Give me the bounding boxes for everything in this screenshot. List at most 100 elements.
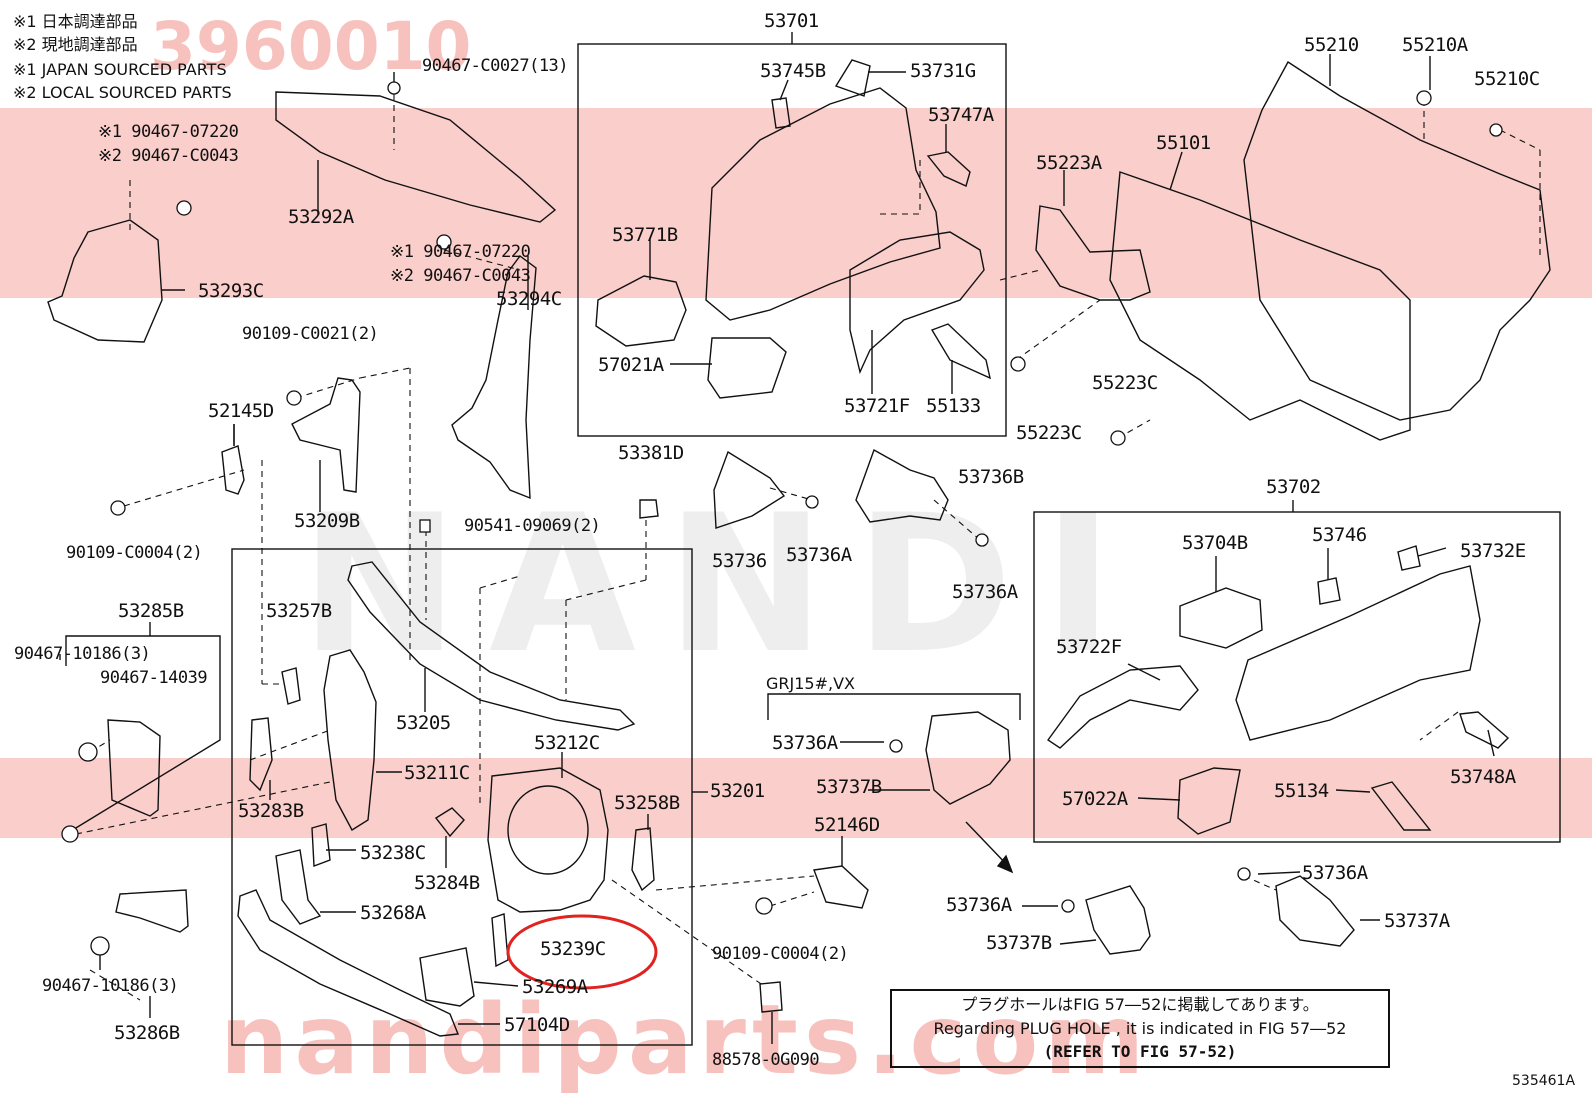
label-53745b[interactable]: 53745B bbox=[760, 60, 826, 82]
label-53292a[interactable]: 53292A bbox=[288, 206, 354, 228]
part-53771b-shape bbox=[595, 275, 687, 347]
label-53285b[interactable]: 53285B bbox=[118, 600, 184, 622]
label-53722f[interactable]: 53722F bbox=[1056, 636, 1122, 658]
label-53737b-a[interactable]: 53737B bbox=[816, 776, 882, 798]
label-53736a-b[interactable]: 53736A bbox=[952, 581, 1018, 603]
part-53701-panel-shape bbox=[705, 87, 941, 321]
label-53701[interactable]: 53701 bbox=[764, 10, 819, 32]
clip-90467-b bbox=[436, 234, 452, 250]
label-53746[interactable]: 53746 bbox=[1312, 524, 1367, 546]
label-55133[interactable]: 55133 bbox=[926, 395, 981, 417]
clip-53736a-e bbox=[1237, 867, 1251, 881]
label-90109-c0004-a[interactable]: 90109-C0004(2) bbox=[66, 543, 203, 563]
clip-53736a-b bbox=[975, 533, 989, 547]
label-53268a[interactable]: 53268A bbox=[360, 902, 426, 924]
part-53381d-shape bbox=[639, 499, 659, 519]
label-53737a[interactable]: 53737A bbox=[1384, 910, 1450, 932]
label-53381d[interactable]: 53381D bbox=[618, 442, 684, 464]
label-53211c[interactable]: 53211C bbox=[404, 762, 470, 784]
clip-90467-10186-b bbox=[61, 825, 79, 843]
label-55223c-b[interactable]: 55223C bbox=[1016, 422, 1082, 444]
label-53737b-b[interactable]: 53737B bbox=[986, 932, 1052, 954]
label-55223a[interactable]: 55223A bbox=[1036, 152, 1102, 174]
clip-90467-10186-a bbox=[78, 742, 98, 762]
label-53736a-a[interactable]: 53736A bbox=[786, 544, 852, 566]
label-j2-90467-c0043-a[interactable]: ※2 90467-C0043 bbox=[98, 146, 239, 166]
label-90109-c0004-b[interactable]: 90109-C0004(2) bbox=[712, 944, 849, 964]
label-53731g[interactable]: 53731G bbox=[910, 60, 976, 82]
label-53212c[interactable]: 53212C bbox=[534, 732, 600, 754]
nut-55210a bbox=[1416, 90, 1432, 106]
label-j1-90467-07220-b[interactable]: ※1 90467-07220 bbox=[390, 242, 531, 262]
label-53286b[interactable]: 53286B bbox=[114, 1022, 180, 1044]
group-box-53702 bbox=[1033, 511, 1561, 843]
note-local-jp: ※2 現地調達部品 bbox=[13, 35, 138, 54]
bolt-90109-c0004-b bbox=[755, 897, 773, 915]
label-53736a-c[interactable]: 53736A bbox=[772, 732, 838, 754]
clip-53736a-c bbox=[889, 739, 903, 753]
part-53238c-shape bbox=[311, 823, 331, 867]
label-53736a-e[interactable]: 53736A bbox=[1302, 862, 1368, 884]
label-88578-0g090[interactable]: 88578-0G090 bbox=[712, 1050, 820, 1070]
label-53257b[interactable]: 53257B bbox=[266, 600, 332, 622]
label-53721f[interactable]: 53721F bbox=[844, 395, 910, 417]
part-53293c-shape bbox=[47, 219, 163, 343]
part-53294c-shape bbox=[451, 255, 537, 500]
label-53258b[interactable]: 53258B bbox=[614, 792, 680, 814]
label-53205[interactable]: 53205 bbox=[396, 712, 451, 734]
label-53736b[interactable]: 53736B bbox=[958, 466, 1024, 488]
label-57104d[interactable]: 57104D bbox=[504, 1014, 570, 1036]
label-j1-90467-07220-a[interactable]: ※1 90467-07220 bbox=[98, 122, 239, 142]
label-53294c[interactable]: 53294C bbox=[496, 288, 562, 310]
bracket-grj bbox=[767, 693, 1021, 720]
label-53732e[interactable]: 53732E bbox=[1460, 540, 1526, 562]
label-90467-14039[interactable]: 90467-14039 bbox=[100, 668, 208, 688]
label-53748a[interactable]: 53748A bbox=[1450, 766, 1516, 788]
label-53293c[interactable]: 53293C bbox=[198, 280, 264, 302]
label-53771b[interactable]: 53771B bbox=[612, 224, 678, 246]
label-52145d[interactable]: 52145D bbox=[208, 400, 274, 422]
label-55101[interactable]: 55101 bbox=[1156, 132, 1211, 154]
label-53201[interactable]: 53201 bbox=[710, 780, 765, 802]
part-52146d-shape bbox=[813, 865, 869, 909]
label-53747a[interactable]: 53747A bbox=[928, 104, 994, 126]
bolt-90109-c0021 bbox=[286, 390, 302, 406]
part-53211c-shape bbox=[323, 649, 377, 831]
part-53283b-shape bbox=[249, 717, 273, 792]
clip-90541 bbox=[419, 519, 431, 533]
part-53722f-shape bbox=[1047, 665, 1199, 749]
label-90541-09069[interactable]: 90541-09069(2) bbox=[464, 516, 601, 536]
part-55223a-shape bbox=[1035, 205, 1151, 301]
label-grj15-vx: GRJ15#,VX bbox=[766, 674, 855, 693]
label-90467-10186-a[interactable]: 90467-10186(3) bbox=[14, 644, 151, 664]
label-57021a[interactable]: 57021A bbox=[598, 354, 664, 376]
label-53704b[interactable]: 53704B bbox=[1182, 532, 1248, 554]
label-j2-90467-c0043-b[interactable]: ※2 90467-C0043 bbox=[390, 266, 531, 286]
label-55210a[interactable]: 55210A bbox=[1402, 34, 1468, 56]
label-53283b[interactable]: 53283B bbox=[238, 800, 304, 822]
part-53745b-shape bbox=[771, 97, 791, 129]
part-53732e-shape bbox=[1397, 545, 1421, 571]
label-53284b[interactable]: 53284B bbox=[414, 872, 480, 894]
label-53736[interactable]: 53736 bbox=[712, 550, 767, 572]
part-53736-shape bbox=[713, 450, 786, 529]
label-53239c[interactable]: 53239C bbox=[540, 938, 606, 960]
label-53736a-d[interactable]: 53736A bbox=[946, 894, 1012, 916]
label-90467-10186-b[interactable]: 90467-10186(3) bbox=[42, 976, 179, 996]
label-53209b[interactable]: 53209B bbox=[294, 510, 360, 532]
label-55210[interactable]: 55210 bbox=[1304, 34, 1359, 56]
nut-55223c-b bbox=[1110, 430, 1126, 446]
label-57022a[interactable]: 57022A bbox=[1062, 788, 1128, 810]
label-55210c[interactable]: 55210C bbox=[1474, 68, 1540, 90]
label-53238c[interactable]: 53238C bbox=[360, 842, 426, 864]
label-55134[interactable]: 55134 bbox=[1274, 780, 1329, 802]
label-90109-c0021[interactable]: 90109-C0021(2) bbox=[242, 324, 379, 344]
label-53702[interactable]: 53702 bbox=[1266, 476, 1321, 498]
label-52146d[interactable]: 52146D bbox=[814, 814, 880, 836]
part-53721f-shape bbox=[849, 231, 985, 375]
label-55223c-a[interactable]: 55223C bbox=[1092, 372, 1158, 394]
label-90467-c0027[interactable]: 90467-C0027(13) bbox=[422, 56, 569, 76]
part-53737b-a-shape bbox=[925, 711, 1011, 805]
label-53269a[interactable]: 53269A bbox=[522, 976, 588, 998]
